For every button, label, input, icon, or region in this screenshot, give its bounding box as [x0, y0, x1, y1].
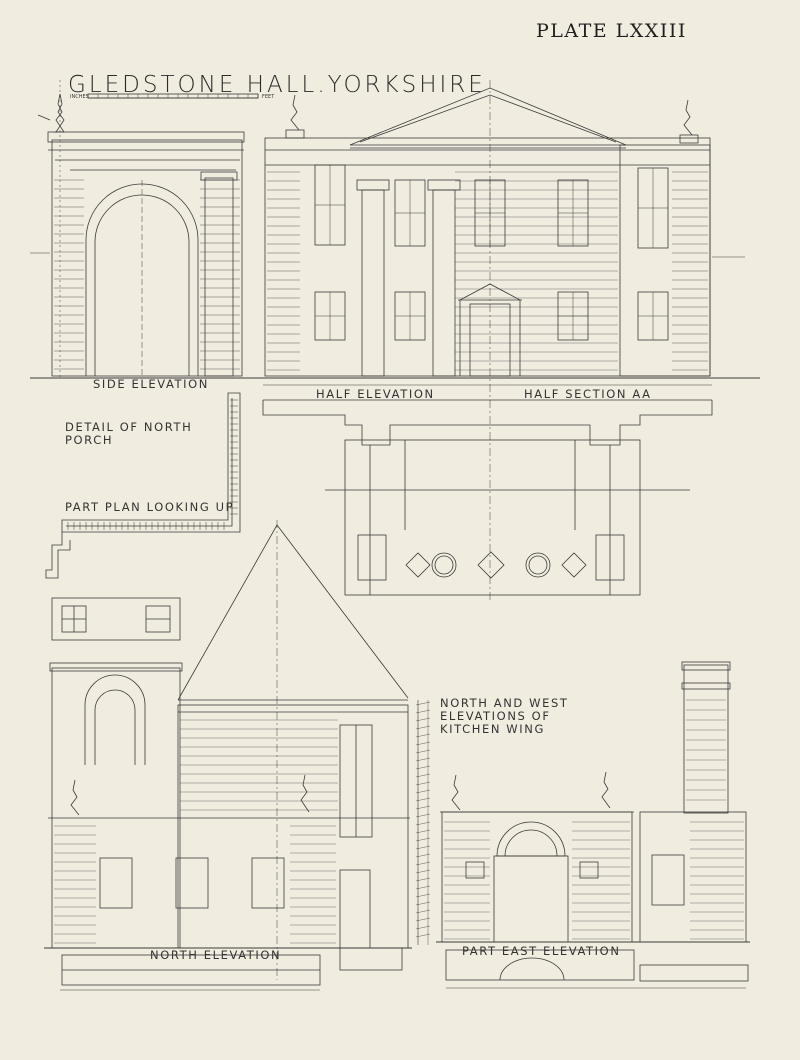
- plan-section: [262, 399, 713, 596]
- drawing-line: [415, 837, 431, 842]
- drawing-line: [415, 725, 431, 730]
- drawing-line: [415, 741, 431, 746]
- drawing-line: [415, 773, 431, 778]
- side-elevation: [30, 80, 760, 380]
- drawing-line: [415, 701, 431, 706]
- drawing-line: [415, 717, 431, 722]
- drawing-line: [415, 877, 431, 882]
- label-line: ELEVATIONS OF: [440, 709, 551, 723]
- north-elevation: [44, 520, 412, 986]
- porch-detail: [45, 392, 241, 641]
- drawing-line: [415, 933, 431, 938]
- label-half-section: HALF SECTION AA: [524, 387, 652, 401]
- drawing-line: [415, 813, 431, 818]
- drawing-line: [415, 821, 431, 826]
- drawing-line: [415, 789, 431, 794]
- kitchen-wing-elevation: [436, 661, 750, 982]
- drawing-line: [415, 925, 431, 930]
- scale-unit-inches: INCHES: [70, 94, 89, 100]
- label-kitchen-wing: NORTH AND WEST ELEVATIONS OF KITCHEN WIN…: [440, 697, 568, 736]
- scale-unit-feet: FEET: [262, 94, 275, 100]
- drawing-line: [415, 909, 431, 914]
- drawing-line: [415, 917, 431, 922]
- label-line: NORTH AND WEST: [440, 696, 569, 710]
- label-line: KITCHEN WING: [440, 722, 545, 736]
- drawing-line: [415, 845, 431, 850]
- drawing-line: [415, 829, 431, 834]
- drawing-line: [415, 765, 431, 770]
- label-part-plan: PART PLAN LOOKING UP: [65, 500, 235, 514]
- drawing-line: [415, 901, 431, 906]
- scale-bar: INCHES FEET: [70, 93, 275, 100]
- plate-number: PLATE LXXIII: [536, 20, 687, 42]
- drawing-line: [415, 757, 431, 762]
- drawing-line: [415, 805, 431, 810]
- leader-lines: [30, 252, 746, 991]
- front-elevation: [264, 80, 711, 600]
- drawing-line: [415, 749, 431, 754]
- label-side-elevation: SIDE ELEVATION: [93, 377, 209, 391]
- drawing-line: [415, 869, 431, 874]
- label-half-elevation: HALF ELEVATION: [316, 387, 435, 401]
- drawing-line: [415, 853, 431, 858]
- label-line: DETAIL OF NORTH: [65, 420, 193, 434]
- label-part-east-elevation: PART EAST ELEVATION: [462, 944, 621, 958]
- drawing-line: [415, 709, 431, 714]
- drawing-line: [415, 797, 431, 802]
- drawing-line: [415, 733, 431, 738]
- label-line: PORCH: [65, 433, 114, 447]
- drawing-line: [415, 885, 431, 890]
- drawing-line: [415, 781, 431, 786]
- label-detail-north-porch: DETAIL OF NORTH PORCH: [65, 421, 192, 447]
- drawing-line: [415, 861, 431, 866]
- dimension-line: [415, 700, 431, 945]
- drawing-line: [415, 893, 431, 898]
